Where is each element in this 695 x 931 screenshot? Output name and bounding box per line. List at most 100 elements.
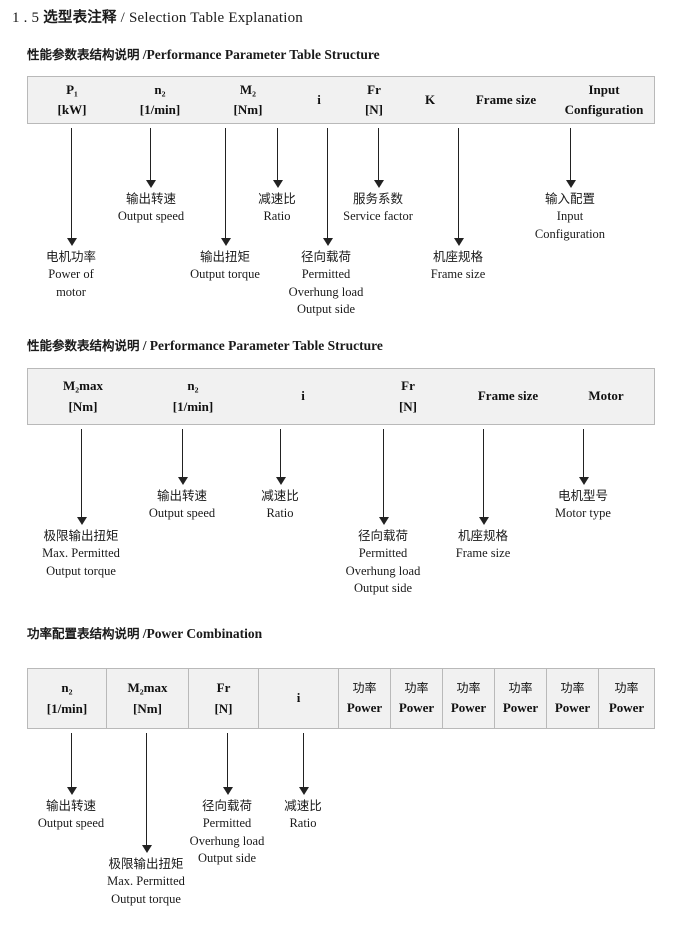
note-table1-overhung-load-en-3: Output side	[297, 302, 355, 317]
table3-col-m2max: M₂max [Nm]	[106, 669, 188, 728]
note-table1-frame-size-en-1: Frame size	[430, 266, 486, 281]
table2-col-frame-size-label: Frame size	[477, 388, 539, 404]
table2-col-n2: n₂ [1/min]	[138, 369, 248, 424]
note-table3-max-output-torque-cn: 极限输出扭矩	[108, 856, 184, 871]
table3-col-power-3-en: Power	[450, 699, 487, 715]
arrow-table2-i	[275, 429, 286, 485]
note-table1-input-configuration-en-2: Configuration	[534, 226, 606, 241]
table1-col-p1-symbol: P₁	[66, 81, 78, 97]
table1-col-m2-unit: [Nm]	[233, 102, 263, 117]
table1-col-k-symbol: K	[424, 91, 436, 107]
table1-col-fr-unit: [N]	[364, 102, 384, 117]
page-title: 1 . 5 选型表注释 / Selection Table Explanatio…	[12, 6, 303, 27]
note-table2-overhung-load-cn: 径向载荷	[357, 528, 409, 543]
note-table1-frame-size-cn: 机座规格	[432, 249, 483, 264]
note-table3-max-output-torque-en-2: Output torque	[111, 891, 181, 906]
arrow-table1-m2	[220, 128, 231, 246]
note-table2-motor-type-cn: 电机型号	[557, 488, 608, 503]
table3-col-fr: Fr [N]	[188, 669, 258, 728]
table3-col-power-4-en: Power	[502, 699, 539, 715]
note-table2-max-output-torque-en-2: Output torque	[46, 563, 116, 578]
table3-col-power-2-en: Power	[398, 699, 435, 715]
table3-col-fr-symbol: Fr	[216, 680, 231, 696]
note-table1-ratio-cn: 减速比	[258, 191, 296, 206]
table1-col-i: i	[292, 77, 346, 123]
table1-col-fr-symbol: Fr	[367, 81, 381, 97]
arrow-table1-input-configuration	[565, 128, 576, 188]
note-table2-overhung-load-en-3: Output side	[354, 581, 412, 596]
note-table2-motor-type-en-1: Motor type	[555, 505, 611, 520]
table1-col-frame-size: Frame size	[458, 77, 554, 123]
section-heading-2: 性能参数表结构说明 / Performance Parameter Table …	[27, 335, 383, 354]
table3-col-n2-unit: [1/min]	[46, 700, 88, 716]
table3-col-power-6-cn: 功率	[614, 681, 639, 696]
note-table1-overhung-load: 径向载荷 Permitted Overhung load Output side	[289, 248, 364, 319]
note-table3-max-output-torque: 极限输出扭矩 Max. Permitted Output torque	[107, 855, 185, 908]
note-table2-output-speed-cn: 输出转速	[156, 488, 207, 503]
note-table1-output-torque-cn: 输出扭矩	[199, 249, 251, 264]
section-heading-3-en: Power Combination	[146, 626, 263, 641]
note-table3-ratio-cn: 减速比	[284, 798, 322, 813]
section-heading-1-en: Performance Parameter Table Structure	[146, 47, 380, 62]
table3-col-power-5-cn: 功率	[560, 681, 585, 696]
table1-col-p1: P₁ [kW]	[28, 77, 116, 123]
table3-col-power-4: 功率 Power	[494, 669, 546, 728]
arrow-table1-n2	[145, 128, 156, 188]
section-heading-2-en: Performance Parameter Table Structure	[149, 338, 383, 353]
table2-col-m2max-symbol: M₂max	[63, 378, 103, 394]
table2-col-fr: Fr [N]	[358, 369, 458, 424]
note-table1-input-configuration: 输入配置 Input Configuration	[535, 190, 605, 243]
note-table1-overhung-load-en-2: Overhung load	[288, 284, 364, 299]
table1-col-n2-unit: [1/min]	[139, 102, 181, 117]
table3-col-fr-unit: [N]	[214, 700, 233, 716]
note-table3-output-speed: 输出转速 Output speed	[38, 797, 104, 833]
arrow-table1-fr	[322, 128, 333, 246]
table2-col-i: i	[248, 369, 358, 424]
note-table2-max-output-torque: 极限输出扭矩 Max. Permitted Output torque	[42, 527, 120, 580]
table2-col-frame-size: Frame size	[458, 369, 558, 424]
note-table1-power-of-motor-en-2: motor	[56, 284, 86, 299]
note-table2-frame-size-cn: 机座规格	[457, 528, 508, 543]
note-table3-output-speed-cn: 输出转速	[45, 798, 96, 813]
arrow-table2-n2	[177, 429, 188, 485]
note-table3-ratio-en-1: Ratio	[289, 815, 317, 830]
note-table1-power-of-motor: 电机功率 Power of motor	[46, 248, 96, 301]
note-table1-service-factor: 服务系数 Service factor	[343, 190, 413, 226]
table3-col-power-1-cn: 功率	[352, 681, 377, 696]
table3-col-power-5: 功率 Power	[546, 669, 598, 728]
section-heading-1-separator: /	[142, 47, 147, 62]
table1-col-i-symbol: i	[317, 91, 321, 107]
page-title-number: 1 . 5	[12, 10, 40, 26]
table3-col-power-6-en: Power	[608, 699, 645, 715]
table1-col-input-configuration-line1: Input	[588, 81, 620, 97]
table2-col-motor: Motor	[558, 369, 654, 424]
note-table3-max-output-torque-en-1: Max. Permitted	[107, 873, 185, 888]
table2-col-m2max-unit: [Nm]	[68, 398, 98, 414]
table3-col-n2-symbol: n₂	[61, 680, 73, 696]
table1-col-m2-symbol: M₂	[239, 81, 257, 97]
note-table1-output-speed-en-1: Output speed	[117, 208, 185, 223]
table3-col-power-3-cn: 功率	[456, 681, 481, 696]
arrow-table3-n2	[66, 733, 77, 795]
table3-col-i-symbol: i	[296, 690, 301, 706]
note-table3-overhung-load-en-1: Permitted	[202, 815, 252, 830]
performance-parameter-table-1: P₁ [kW] n₂ [1/min] M₂ [Nm] i Fr [N] K Fr…	[27, 76, 655, 124]
note-table1-input-configuration-cn: 输入配置	[544, 191, 596, 206]
arrow-table1-frame-size	[453, 128, 464, 246]
page-title-en: Selection Table Explanation	[128, 10, 304, 26]
note-table3-output-speed-en-1: Output speed	[37, 815, 105, 830]
note-table1-service-factor-en-1: Service factor	[343, 208, 413, 223]
table1-col-m2: M₂ [Nm]	[204, 77, 292, 123]
table2-col-i-symbol: i	[301, 388, 305, 404]
note-table1-service-factor-cn: 服务系数	[352, 191, 404, 206]
table1-col-input-configuration: Input Configuration	[554, 77, 654, 123]
table1-col-n2: n₂ [1/min]	[116, 77, 204, 123]
table3-col-power-4-cn: 功率	[508, 681, 533, 696]
section-heading-2-cn: 性能参数表结构说明	[27, 338, 140, 353]
table2-col-fr-unit: [N]	[398, 398, 418, 414]
note-table1-output-speed: 输出转速 Output speed	[118, 190, 184, 226]
note-table1-power-of-motor-en-1: Power of	[48, 266, 94, 281]
note-table2-ratio-en-1: Ratio	[266, 505, 294, 520]
table2-col-m2max: M₂max [Nm]	[28, 369, 138, 424]
note-table2-output-speed-en-1: Output speed	[148, 505, 216, 520]
